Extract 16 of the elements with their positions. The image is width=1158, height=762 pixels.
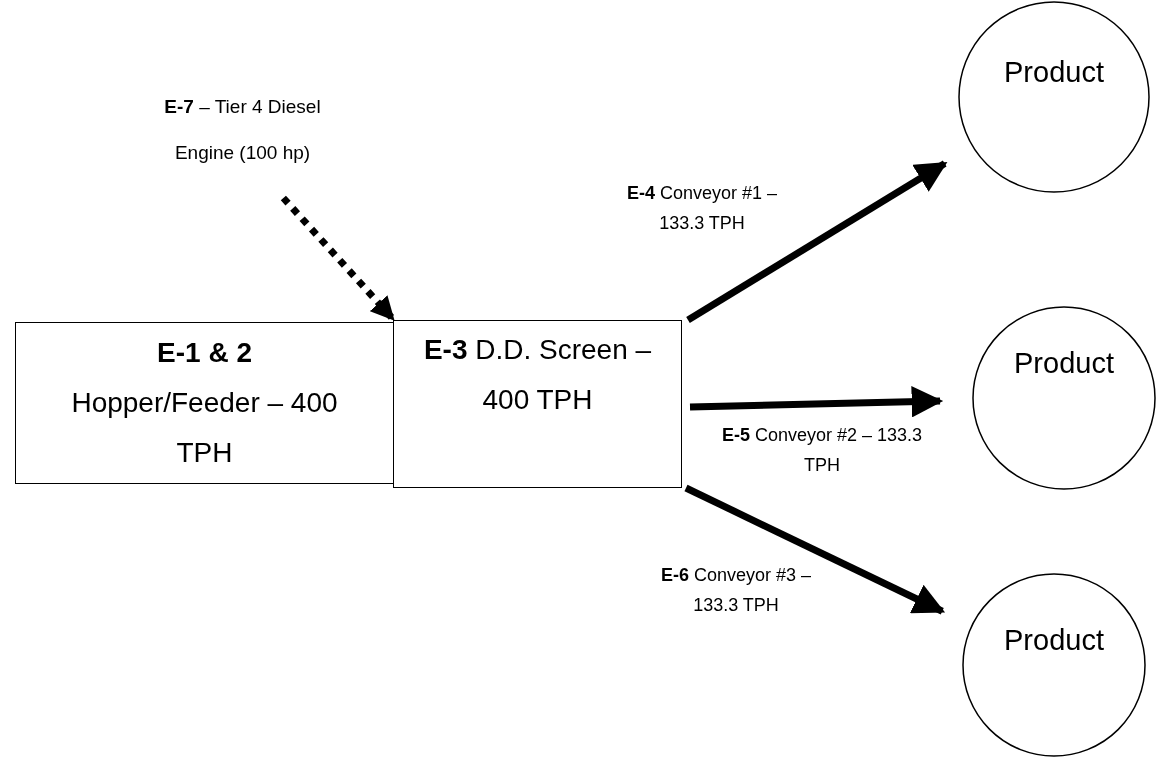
edge-label: E-5 Conveyor #2 – 133.3 TPH: [720, 424, 924, 477]
edge-label: E-6 Conveyor #3 – 133.3 TPH: [659, 564, 813, 617]
arrow: [686, 160, 948, 323]
equipment-id: E-1 & 2: [157, 336, 252, 370]
edge-label: E-4 Conveyor #1 – 133.3 TPH: [625, 182, 779, 235]
arrow: [684, 484, 946, 615]
process-box: [393, 320, 682, 488]
arrow: [689, 385, 944, 418]
node-label: Hopper/Feeder – 400 TPH: [70, 386, 339, 470]
process-box: [15, 322, 394, 484]
node-label: Product: [1004, 623, 1104, 658]
engine-label: E-7 – Tier 4 Diesel Engine (100 hp): [163, 95, 322, 165]
dotted-arrow: [280, 195, 396, 322]
node-label: E-3 D.D. Screen – 400 TPH: [422, 333, 653, 417]
node-label: Product: [1004, 55, 1104, 90]
node-label: Product: [1014, 346, 1114, 381]
